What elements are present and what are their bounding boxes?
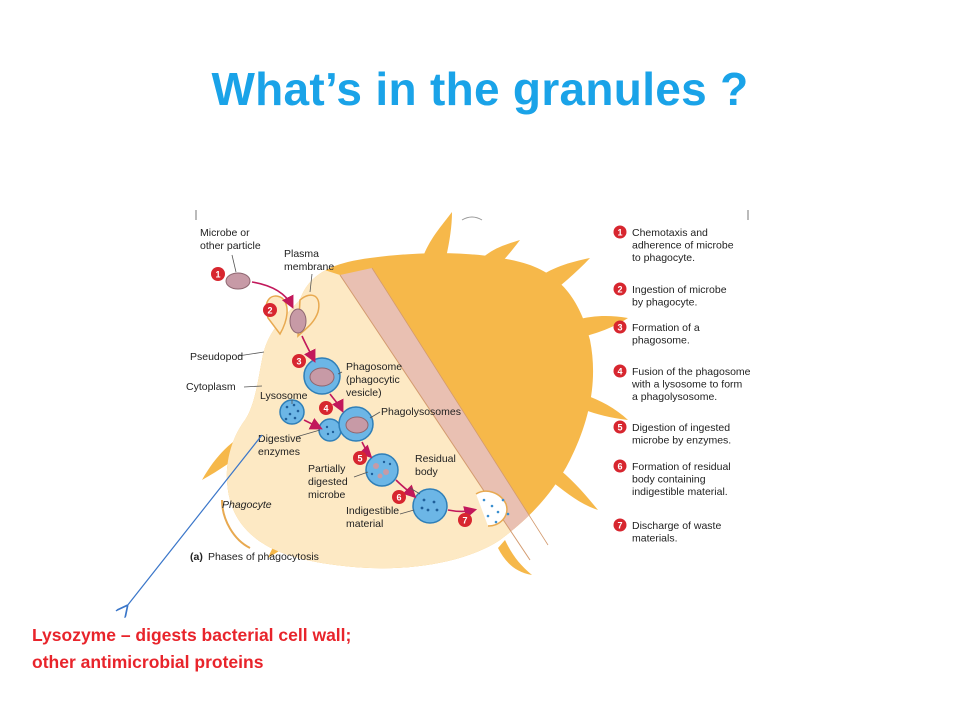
label-digestive-line1: Digestive: [258, 433, 301, 445]
step-text-3-line-2: phagosome.: [632, 335, 690, 347]
step-text-1-line-3: to phagocyte.: [632, 252, 695, 264]
partially-digested-vesicle: [365, 453, 399, 487]
step-badge-7: [613, 518, 627, 532]
caption-line-1: Lysozyme – digests bacterial cell wall;: [32, 625, 352, 645]
step-number-5: 5: [617, 423, 622, 433]
label-phagosome-line2: (phagocytic: [346, 374, 400, 386]
label-partial-line3: microbe: [308, 489, 346, 501]
slide-title: What’s in the granules ?: [211, 63, 749, 115]
label-phagosome-line3: vesicle): [346, 387, 382, 399]
step-text-4-line-3: a phagolysosome.: [632, 391, 717, 403]
label-phagolysosomes: Phagolysosomes: [381, 406, 461, 418]
microbe-outside: [225, 272, 251, 290]
label-microbe-line1: Microbe or: [200, 227, 250, 239]
step-text-4-line-1: Fusion of the phagosome: [632, 366, 751, 378]
step-text-2-line-1: Ingestion of microbe: [632, 284, 727, 296]
label-phagocyte: Phagocyte: [222, 499, 272, 511]
label-lysosome: Lysosome: [260, 390, 308, 402]
step-badge-5: [613, 420, 627, 434]
step-text-5-line-2: microbe by enzymes.: [632, 435, 731, 447]
step-text-5-line-1: Digestion of ingested: [632, 422, 730, 434]
step-number-6: 6: [617, 462, 622, 472]
lysosome-enzymes: [284, 403, 300, 421]
svg-text:6: 6: [396, 493, 401, 503]
step-number-2: 2: [617, 285, 622, 295]
step-badge-6: [613, 459, 627, 473]
label-digestive-line2: enzymes: [258, 446, 300, 458]
step-number-1: 1: [617, 228, 622, 238]
label-cytoplasm: Cytoplasm: [186, 381, 236, 393]
step-text-7-line-1: Discharge of waste: [632, 520, 721, 532]
label-indigestible-line2: material: [346, 518, 383, 530]
svg-text:1: 1: [215, 270, 220, 280]
step-badge-4: [613, 364, 627, 378]
diagram-step-badges: 1 2 3 4 5 6 7: [211, 267, 472, 527]
label-partial-line1: Partially: [308, 463, 346, 475]
process-arrows: [251, 281, 478, 519]
label-residual-line1: Residual: [415, 453, 456, 465]
pointer-arrow: [127, 434, 263, 606]
label-pseudopod: Pseudopod: [190, 351, 243, 363]
leader-lines: [231, 254, 421, 515]
step-text-1-line-1: Chemotaxis and: [632, 227, 708, 239]
svg-text:2: 2: [267, 306, 272, 316]
label-phagosome-line1: Phagosome: [346, 361, 402, 373]
step-badge-3: [613, 320, 627, 334]
step-badge-1: [613, 225, 627, 239]
microbe-ingested: [289, 308, 307, 334]
step-text-6-line-2: body containing: [632, 474, 706, 486]
fusing-lysosome: [318, 418, 342, 442]
label-plasma-line1: Plasma: [284, 248, 319, 260]
label-residual-line2: body: [415, 466, 439, 478]
label-plasma-line2: membrane: [284, 261, 334, 273]
step-text-1-line-2: adherence of microbe: [632, 240, 734, 252]
step-text-6-line-1: Formation of residual: [632, 461, 731, 473]
label-microbe-line2: other particle: [200, 240, 261, 252]
step-text-3-line-1: Formation of a: [632, 322, 700, 334]
caption-line-2: other antimicrobial proteins: [32, 652, 264, 672]
step-number-3: 3: [617, 323, 622, 333]
svg-text:5: 5: [357, 454, 362, 464]
step-number-4: 4: [617, 367, 622, 377]
caption-text: Lysozyme – digests bacterial cell wall; …: [32, 622, 351, 676]
label-indigestible-line1: Indigestible: [346, 505, 399, 517]
figure-part-label: (a): [190, 551, 203, 563]
step-number-7: 7: [617, 521, 622, 531]
residual-body-vesicle: [412, 488, 448, 524]
step-text-6-line-3: indigestible material.: [632, 486, 728, 498]
svg-text:3: 3: [296, 357, 301, 367]
frame-arc: [461, 216, 483, 221]
step-badge-2: [613, 282, 627, 296]
step-text-2-line-2: by phagocyte.: [632, 297, 697, 309]
svg-text:4: 4: [323, 404, 328, 414]
label-partial-line2: digested: [308, 476, 348, 488]
figure-part-title: Phases of phagocytosis: [208, 551, 319, 563]
step-text-7-line-2: materials.: [632, 533, 678, 545]
svg-text:7: 7: [462, 516, 467, 526]
step-text-4-line-2: with a lysosome to form: [631, 379, 743, 391]
waste-particles: [482, 498, 510, 524]
